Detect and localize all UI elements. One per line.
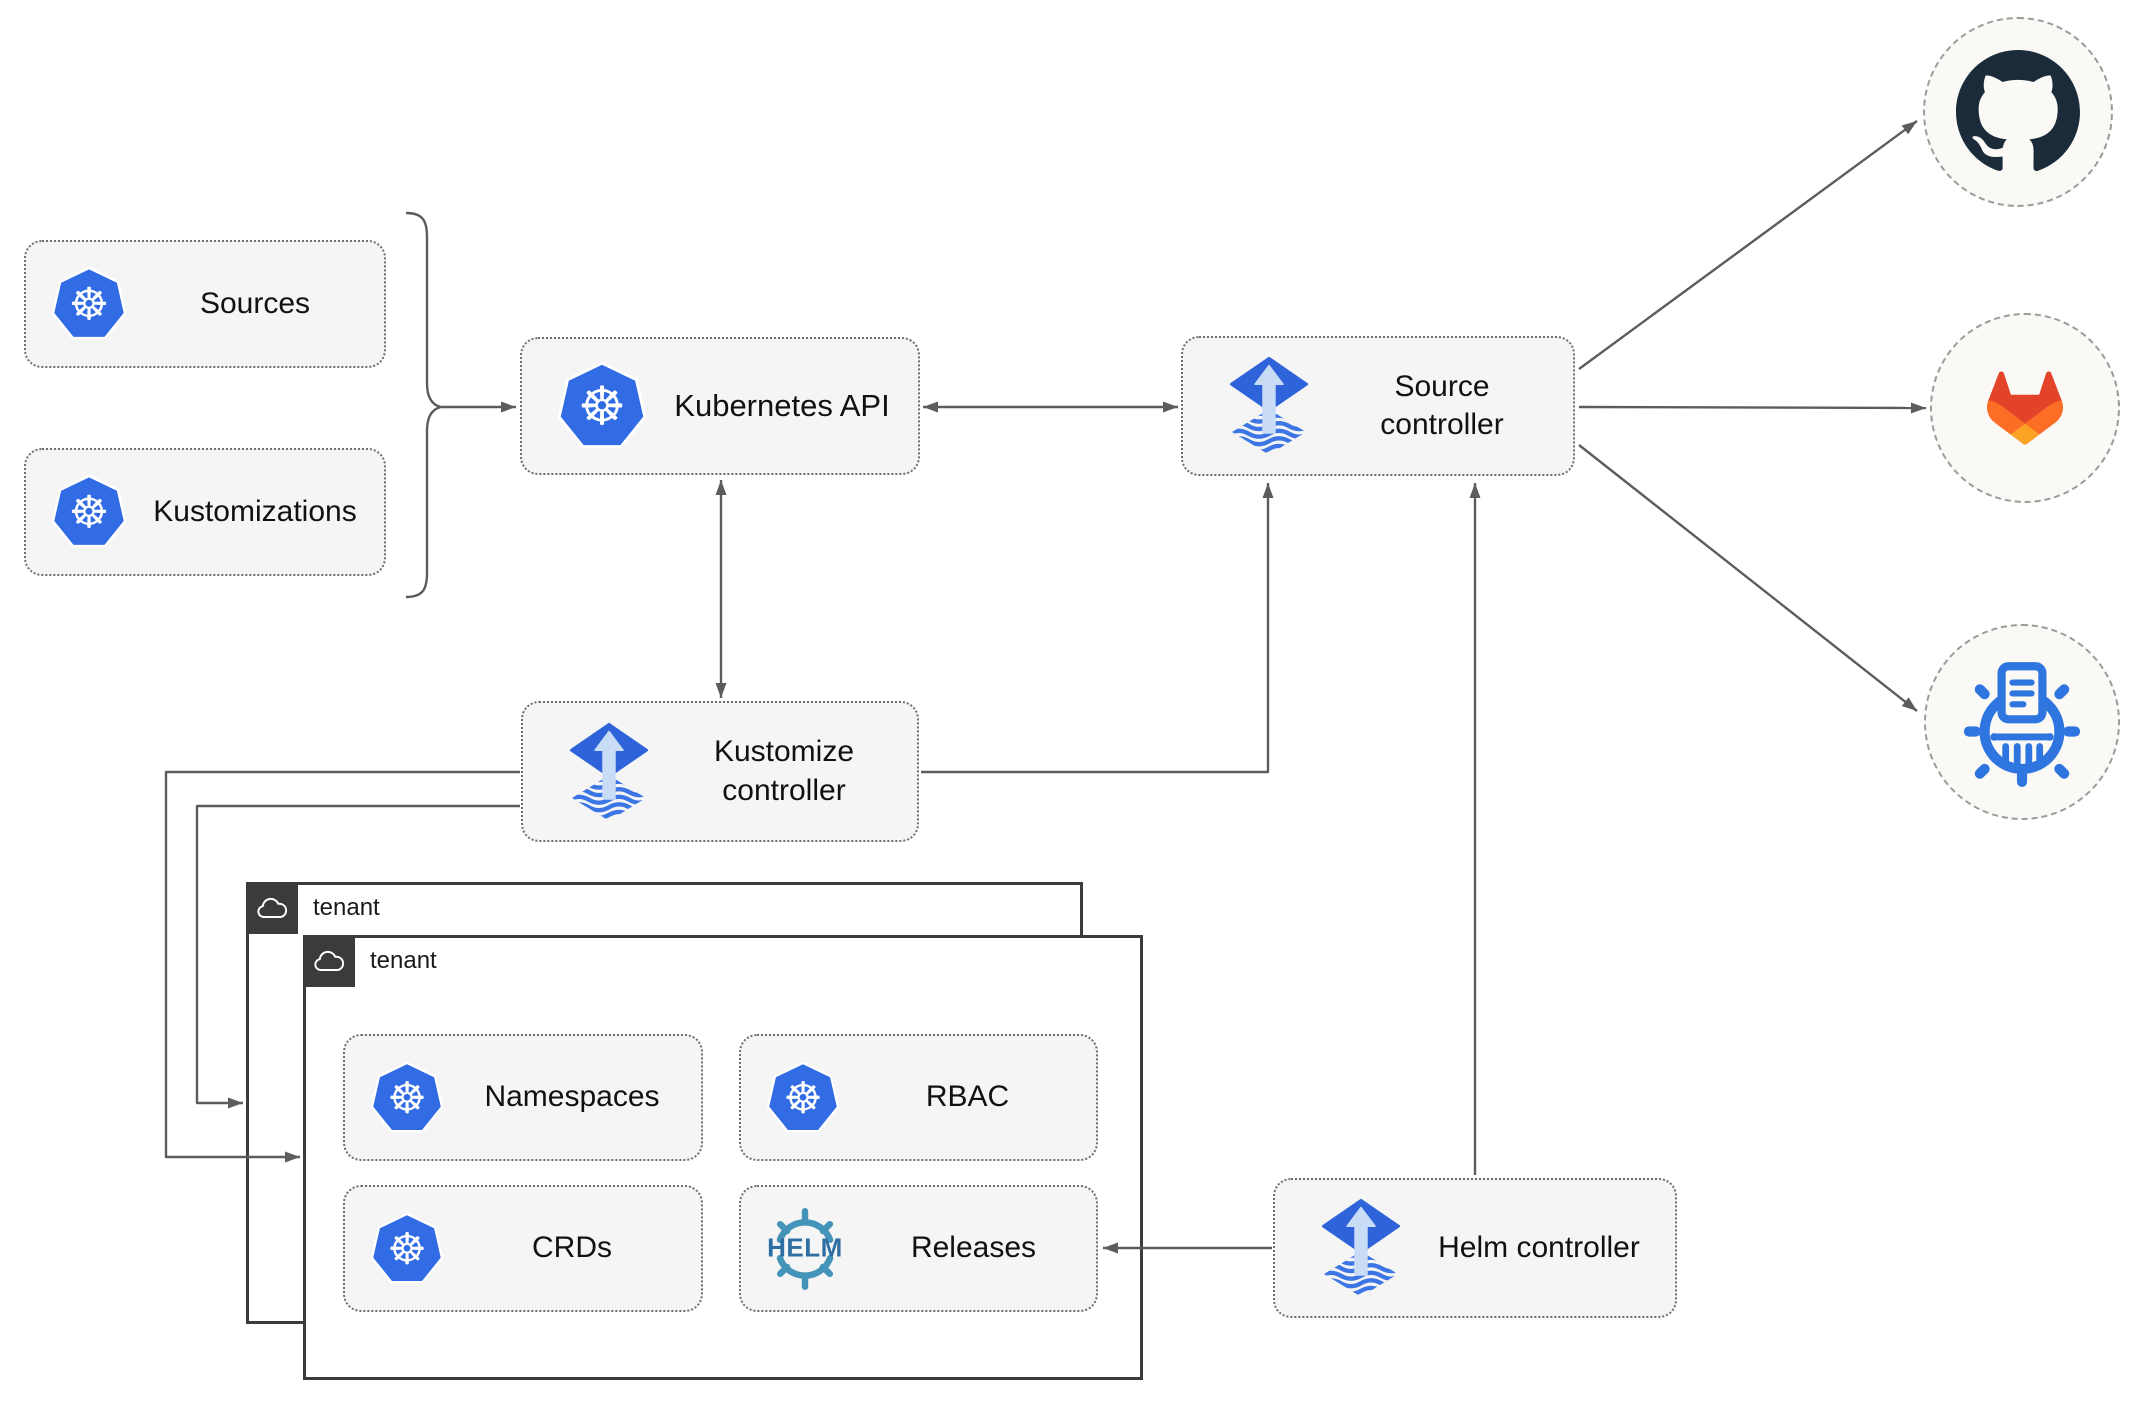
source-controller-label: Source controller [1380, 369, 1504, 441]
helm-museum-icon [1954, 654, 2090, 790]
kubernetes-icon [371, 1062, 443, 1134]
arrow-source-to-chartmuseum [1578, 444, 1918, 712]
crds-node: CRDs [343, 1185, 703, 1312]
kubernetes-icon [52, 267, 126, 341]
arrow-source-to-gitlab [1578, 402, 1927, 414]
kubernetes-icon [558, 362, 646, 450]
kubernetes-api-label: Kubernetes API [674, 388, 890, 424]
rbac-node: RBAC [739, 1034, 1098, 1161]
helm-controller-label: Helm controller [1438, 1230, 1640, 1264]
rbac-label: RBAC [925, 1080, 1010, 1114]
chartmuseum-remote [1924, 624, 2120, 820]
kubernetes-icon [371, 1213, 443, 1285]
releases-label: Releases [910, 1231, 1037, 1265]
kubernetes-api-node: Kubernetes API [520, 337, 920, 475]
flux-icon [1227, 357, 1311, 455]
kustomizations-label: Kustomizations [153, 494, 357, 528]
source-controller-node: Source controller [1181, 336, 1575, 476]
sources-node: Sources [24, 240, 386, 368]
tenant-group-label: tenant [313, 894, 380, 921]
kustomize-controller-node: Kustomize controller [521, 701, 919, 842]
helm-icon: HELM [759, 1203, 851, 1295]
cloud-icon [255, 896, 289, 921]
tenant-group-label: tenant [370, 947, 437, 974]
flux-icon [567, 723, 651, 821]
cloud-icon [312, 949, 346, 974]
kubernetes-icon [767, 1062, 839, 1134]
gitlab-remote [1930, 313, 2120, 503]
gitlab-icon [1950, 333, 2100, 483]
tenant-tab [246, 882, 298, 934]
kustomize-controller-label: Kustomize controller [713, 735, 855, 807]
kubernetes-icon [52, 475, 126, 549]
tenant-tab [303, 935, 355, 987]
crds-label: CRDs [532, 1231, 612, 1265]
arrow-source-to-github [1578, 120, 1918, 370]
bracket-sources-kustomizations [405, 211, 443, 599]
helm-controller-node: Helm controller [1273, 1178, 1677, 1318]
flux-icon [1319, 1199, 1403, 1297]
namespaces-node: Namespaces [343, 1034, 703, 1161]
namespaces-label: Namespaces [484, 1080, 660, 1114]
releases-node: HELM Releases [739, 1185, 1098, 1312]
github-icon [1956, 50, 2080, 174]
helm-logo-text: HELM [767, 1231, 843, 1262]
kustomizations-node: Kustomizations [24, 448, 386, 576]
sources-label: Sources [199, 286, 311, 320]
github-remote [1923, 17, 2113, 207]
arrow-kustomize-to-source-controller [921, 483, 1274, 774]
